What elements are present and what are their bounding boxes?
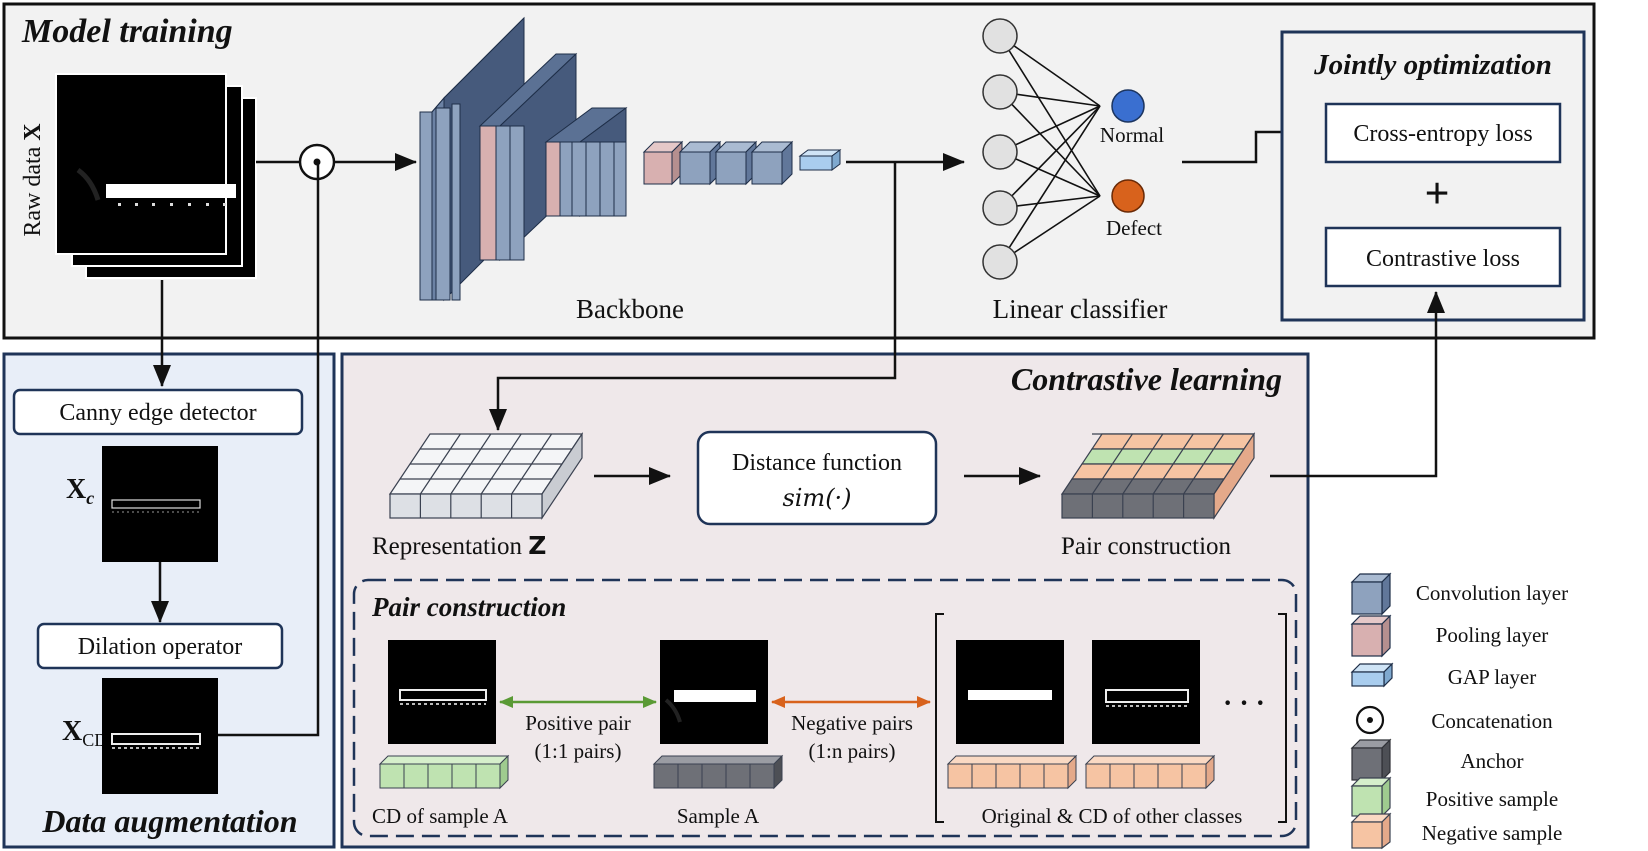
legend-negative-label: Negative sample: [1422, 821, 1563, 845]
legend: Convolution layer Pooling layer GAP laye…: [1350, 572, 1568, 850]
contrastive-learning-title: Contrastive learning: [1011, 361, 1282, 397]
raw-data-label: Raw data: [20, 146, 46, 236]
legend-positive-label: Positive sample: [1426, 787, 1558, 811]
legend-pooling-label: Pooling layer: [1436, 623, 1549, 647]
xc-symbol: X: [66, 474, 86, 505]
legend-convolution-label: Convolution layer: [1416, 581, 1568, 605]
xc-subscript: c: [86, 488, 94, 508]
sample-a-image: [660, 640, 768, 744]
plus-sign: +: [1424, 169, 1449, 218]
linear-classifier: [982, 18, 1145, 280]
xc-image: [102, 446, 218, 562]
other-cd-image: [1092, 640, 1200, 744]
cross-entropy-loss-box: [1324, 102, 1562, 164]
positive-pair-ratio: (1:1 pairs): [535, 739, 622, 763]
data-augmentation-title: Data augmentation: [41, 803, 297, 839]
other-original-vector: [946, 754, 1078, 790]
dilation-operator-box: [36, 622, 284, 670]
backbone-label: Backbone: [576, 294, 684, 324]
negative-cube-icon: [1350, 812, 1392, 850]
canny-edge-label: Canny edge detector: [59, 400, 256, 426]
defect-node-icon: [1111, 179, 1145, 213]
other-original-image: [956, 640, 1064, 744]
representation-symbol: Z: [528, 531, 546, 560]
svg-text:Representation Z: Representation Z: [372, 531, 546, 560]
convolution-cube-icon: [1350, 572, 1392, 616]
xcd-to-concat-line: [218, 162, 320, 737]
distance-function-box: [696, 430, 938, 526]
normal-node-icon: [1111, 89, 1145, 123]
cd-sample-image: [388, 640, 496, 744]
representation-grid: [388, 432, 584, 520]
pair-construction-grid: [1060, 432, 1256, 520]
sample-a-vector: [652, 754, 784, 790]
svg-text:XCD: XCD: [62, 716, 107, 750]
class-defect-label: Defect: [1106, 216, 1162, 240]
pair-construction-title: Pair construction: [371, 592, 566, 622]
contrastive-loss-label: Contrastive loss: [1366, 246, 1520, 272]
other-cd-vector: [1084, 754, 1216, 790]
gap-cube-icon: [1350, 662, 1394, 688]
distance-function-formula: sim(·): [782, 484, 851, 512]
raw-data-symbol: X: [20, 123, 46, 141]
representation-label: Representation: [372, 533, 522, 560]
cd-sample-label: CD of sample A: [372, 804, 509, 828]
pair-to-contrastive-loss-arrow: [1270, 291, 1445, 478]
class-normal-label: Normal: [1100, 123, 1164, 147]
joint-optimization-title: Jointly optimization: [1313, 49, 1552, 81]
positive-pair-label: Positive pair: [525, 711, 631, 735]
xcd-image: [102, 678, 218, 794]
cd-sample-vector: [378, 754, 510, 790]
negative-pairs-label: Negative pairs: [791, 711, 913, 735]
other-classes-label: Original & CD of other classes: [982, 804, 1243, 828]
distance-function-label: Distance function: [732, 450, 902, 476]
negative-pairs-ratio: (1:n pairs): [809, 739, 896, 763]
legend-gap-label: GAP layer: [1448, 665, 1536, 689]
pair-construction-subpanel: [352, 578, 1298, 838]
positive-cube-icon: [1350, 776, 1392, 818]
linear-classifier-label: Linear classifier: [993, 294, 1168, 324]
xcd-subscript: CD: [82, 730, 107, 750]
more-samples-ellipsis: · · ·: [1223, 688, 1265, 719]
canny-edge-box: [12, 388, 304, 436]
anchor-cube-icon: [1350, 738, 1392, 782]
svg-text:Xc: Xc: [66, 474, 94, 508]
right-bracket: [1278, 613, 1287, 823]
left-bracket: [935, 613, 944, 823]
backbone-network: [419, 16, 842, 302]
cross-entropy-loss-label: Cross-entropy loss: [1353, 121, 1532, 147]
pair-construction-label: Pair construction: [1061, 533, 1232, 560]
dilation-operator-label: Dilation operator: [78, 634, 243, 660]
legend-anchor-label: Anchor: [1461, 749, 1524, 773]
model-training-title: Model training: [21, 13, 233, 50]
raw-data-image-stack: [55, 73, 257, 279]
raw-data-label-group: Raw data X: [20, 123, 46, 237]
sample-a-label: Sample A: [677, 804, 760, 828]
pooling-cube-icon: [1350, 614, 1392, 658]
xcd-symbol: X: [62, 716, 82, 747]
svg-text:Raw data X: Raw data X: [20, 123, 46, 237]
contrastive-loss-box: [1324, 226, 1562, 288]
backbone-to-representation-arrow: [489, 162, 897, 431]
legend-concatenation-label: Concatenation: [1431, 709, 1553, 733]
